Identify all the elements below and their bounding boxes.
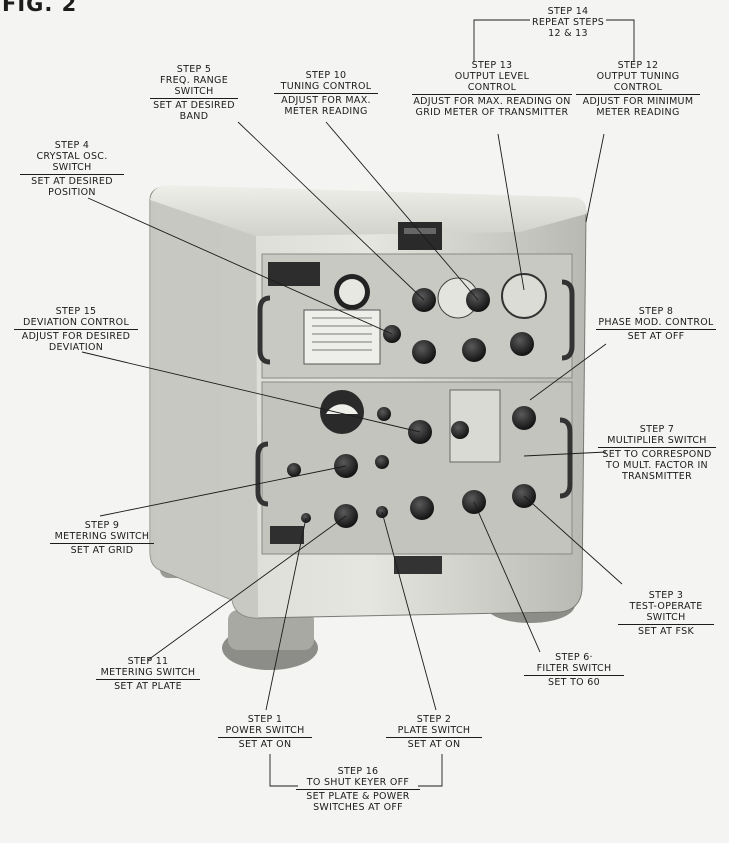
step-4-label: STEP 4 CRYSTAL OSC. SWITCH SET AT DESIRE… xyxy=(20,140,124,198)
step-1-label: STEP 1 POWER SWITCH SET AT ON xyxy=(218,714,312,750)
step-11-label: STEP 11 METERING SWITCH SET AT PLATE xyxy=(96,656,200,692)
step-15-label: STEP 15 DEVIATION CONTROL ADJUST FOR DES… xyxy=(14,306,138,353)
step-14-label: STEP 14 REPEAT STEPS 12 & 13 xyxy=(531,6,605,39)
step-6-label: STEP 6· FILTER SWITCH SET TO 60 xyxy=(524,652,624,688)
figure-label: FIG. 2 xyxy=(2,0,78,16)
step-3-label: STEP 3 TEST-OPERATE SWITCH SET AT FSK xyxy=(618,590,714,637)
step-10-label: STEP 10 TUNING CONTROL ADJUST FOR MAX. M… xyxy=(274,70,378,117)
step-8-label: STEP 8 PHASE MOD. CONTROL SET AT OFF xyxy=(596,306,716,342)
step-9-label: STEP 9 METERING SWITCH SET AT GRID xyxy=(50,520,154,556)
step-2-label: STEP 2 PLATE SWITCH SET AT ON xyxy=(386,714,482,750)
leader-lines xyxy=(81,19,635,787)
step-12-label: STEP 12 OUTPUT TUNING CONTROL ADJUST FOR… xyxy=(576,60,700,118)
step-7-label: STEP 7 MULTIPLIER SWITCH SET TO CORRESPO… xyxy=(598,424,716,482)
step-16-label: STEP 16 TO SHUT KEYER OFF SET PLATE & PO… xyxy=(296,766,420,813)
step-5-label: STEP 5 FREQ. RANGE SWITCH SET AT DESIRED… xyxy=(150,64,238,122)
step-13-label: STEP 13 OUTPUT LEVEL CONTROL ADJUST FOR … xyxy=(412,60,572,118)
